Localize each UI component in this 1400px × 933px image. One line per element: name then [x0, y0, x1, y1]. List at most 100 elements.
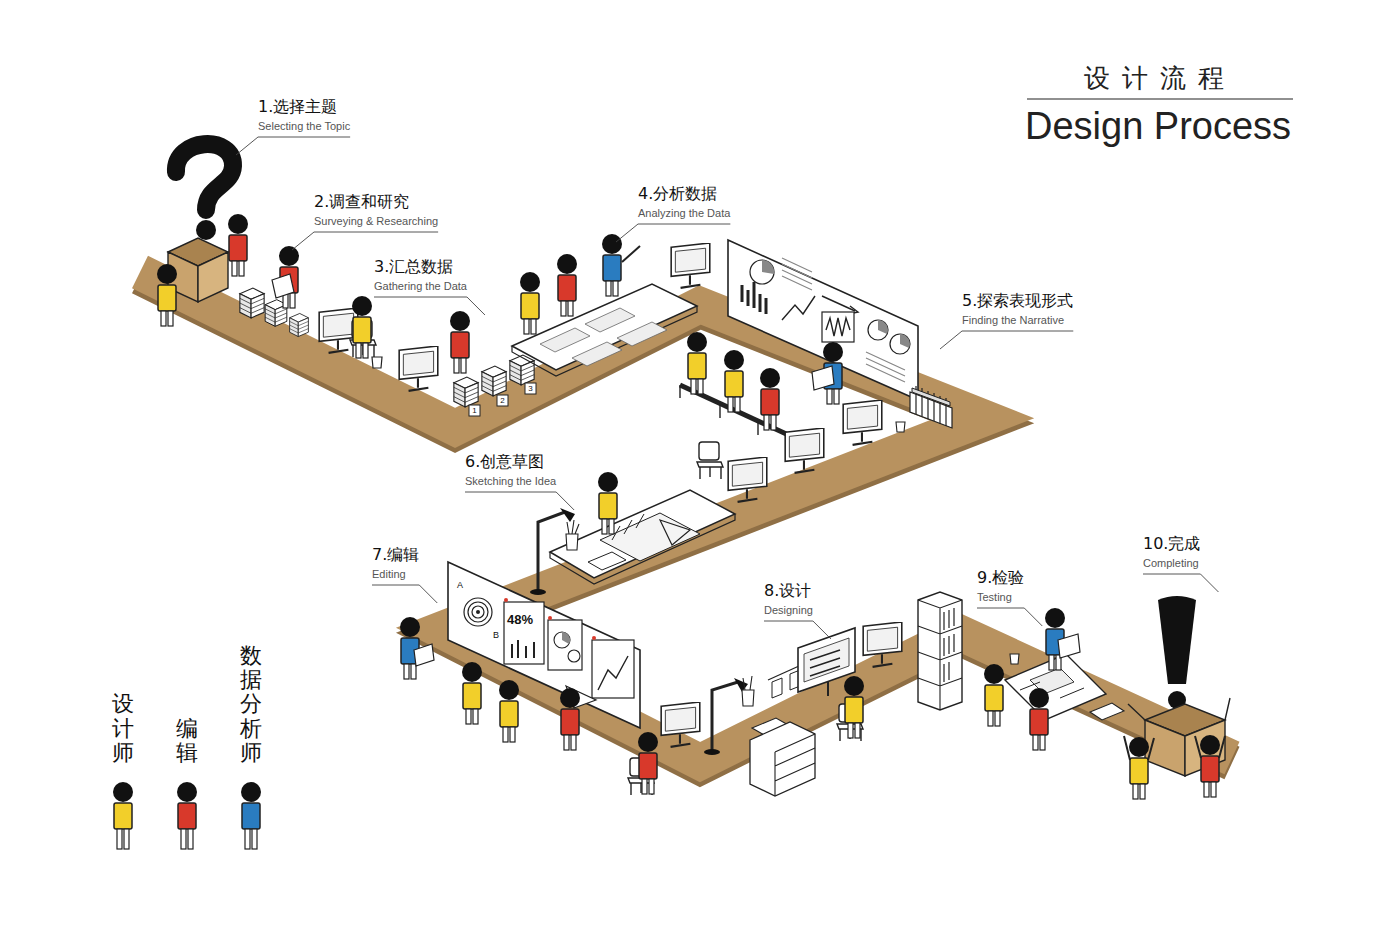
desk-lamp — [704, 678, 748, 755]
step-title: 10.完成 — [1143, 534, 1200, 554]
legend-swatch — [242, 803, 260, 829]
leader-line — [556, 492, 574, 510]
legend-figure — [113, 782, 133, 849]
leader-line — [1024, 608, 1042, 626]
computer-monitor — [728, 457, 767, 502]
subtitle: Design Process — [1025, 104, 1291, 148]
leader-line — [638, 224, 730, 225]
step-label: 10.完成 Completing — [1143, 534, 1200, 571]
pen — [622, 246, 640, 262]
step-label: 7.编辑Editing — [372, 545, 419, 582]
open-box-part — [198, 252, 228, 302]
legend-figure-part — [124, 829, 129, 849]
step-label: 1.选择主题Selecting the Topic — [258, 97, 350, 134]
board-letter: B — [493, 630, 499, 640]
editing-board-part — [592, 640, 634, 698]
step-label: 2.调查和研究Surveying & Researching — [314, 192, 438, 229]
step-title: 7.编辑 — [372, 545, 419, 565]
designer-figure — [984, 664, 1004, 726]
paper-stack — [510, 355, 534, 385]
step-subtitle: Designing — [764, 603, 813, 618]
floor-path-part — [140, 272, 1232, 762]
editing-board-part — [476, 610, 480, 614]
step-label: 5.探索表现形式Finding the Narrative — [962, 291, 1073, 328]
editor-figure — [760, 368, 780, 430]
step-title: 8.设计 — [764, 581, 813, 601]
editing-board-part — [468, 602, 488, 622]
step-subtitle: Sketching the Idea — [465, 474, 556, 489]
design-monitor-part — [804, 638, 849, 682]
leader-line — [292, 232, 314, 250]
presentation-board-part — [826, 318, 850, 336]
pile-tag — [525, 383, 536, 394]
desk-lamp-part — [530, 589, 546, 595]
sketch-table — [550, 490, 735, 584]
drawer-cabinet — [750, 722, 815, 796]
presentation-board-part — [822, 296, 855, 311]
editor-figure — [1029, 688, 1049, 750]
step-subtitle: Finding the Narrative — [962, 313, 1073, 328]
presentation-board-part — [742, 282, 766, 314]
design-monitor-part — [810, 650, 840, 676]
step-subtitle: Analyzing the Data — [638, 206, 730, 221]
legend-figure-part — [181, 829, 186, 849]
report-sheet — [414, 644, 434, 666]
step-title: 1.选择主题 — [258, 97, 350, 117]
editor-figure — [450, 311, 470, 373]
presentation-board-part — [750, 260, 774, 284]
editing-board-part — [464, 598, 492, 626]
editing-board-part — [548, 616, 552, 620]
step-label: 3.汇总数据Gathering the Data — [374, 257, 467, 294]
editing-board-part — [512, 640, 534, 658]
book-stack — [290, 313, 309, 336]
step-title: 6.创意草图 — [465, 452, 556, 472]
leader-line — [977, 608, 1024, 609]
drawer-cabinet-part — [775, 734, 815, 796]
step-title: 4.分析数据 — [638, 184, 730, 204]
leader-line — [467, 297, 485, 315]
raised-arms — [1124, 736, 1225, 760]
pile-number: 3 — [525, 384, 536, 394]
report-sheet — [812, 366, 834, 390]
legend-text: 数据分析师 — [240, 644, 262, 765]
designer-figure — [687, 332, 707, 394]
computer-monitor — [671, 243, 710, 288]
open-box-part — [1128, 698, 1230, 720]
leader-line — [419, 585, 437, 603]
editing-board-part — [472, 606, 484, 618]
leader-line — [374, 297, 467, 298]
editing-board-part — [562, 632, 570, 644]
binders-part — [912, 388, 950, 406]
open-book — [272, 274, 294, 298]
legend-swatch — [178, 803, 196, 829]
step-subtitle: Completing — [1143, 556, 1200, 571]
legend-figure-part — [117, 829, 122, 849]
desk-lamp-part — [712, 682, 738, 750]
desk-lamp — [530, 508, 575, 595]
presentation-board-part — [728, 240, 918, 400]
leader-line — [764, 621, 813, 622]
computer-monitor — [863, 622, 902, 667]
computer-monitor — [399, 346, 438, 391]
title: 设计流程 — [1027, 62, 1293, 94]
legend-text: 设计师 — [112, 692, 134, 765]
pinned-sketch — [772, 670, 800, 698]
question-mark-part — [196, 220, 216, 240]
legend-swatch — [114, 803, 132, 829]
computer-monitor — [843, 400, 882, 445]
paper-stack — [482, 366, 506, 396]
pile-number: 1 — [469, 406, 480, 416]
presentation-board-part — [782, 296, 815, 320]
designer-figure — [1129, 737, 1149, 799]
pile-tag — [469, 405, 480, 416]
editing-board-part — [592, 636, 596, 640]
open-box — [168, 238, 228, 302]
leader-line — [1200, 574, 1218, 592]
presentation-board-part — [762, 260, 774, 274]
computer-monitor — [661, 702, 700, 747]
editing-board-part — [554, 632, 570, 648]
editing-board — [448, 562, 640, 728]
legend-text: 编辑 — [176, 717, 198, 765]
title-rule — [1027, 98, 1293, 99]
leader-line — [465, 492, 556, 493]
